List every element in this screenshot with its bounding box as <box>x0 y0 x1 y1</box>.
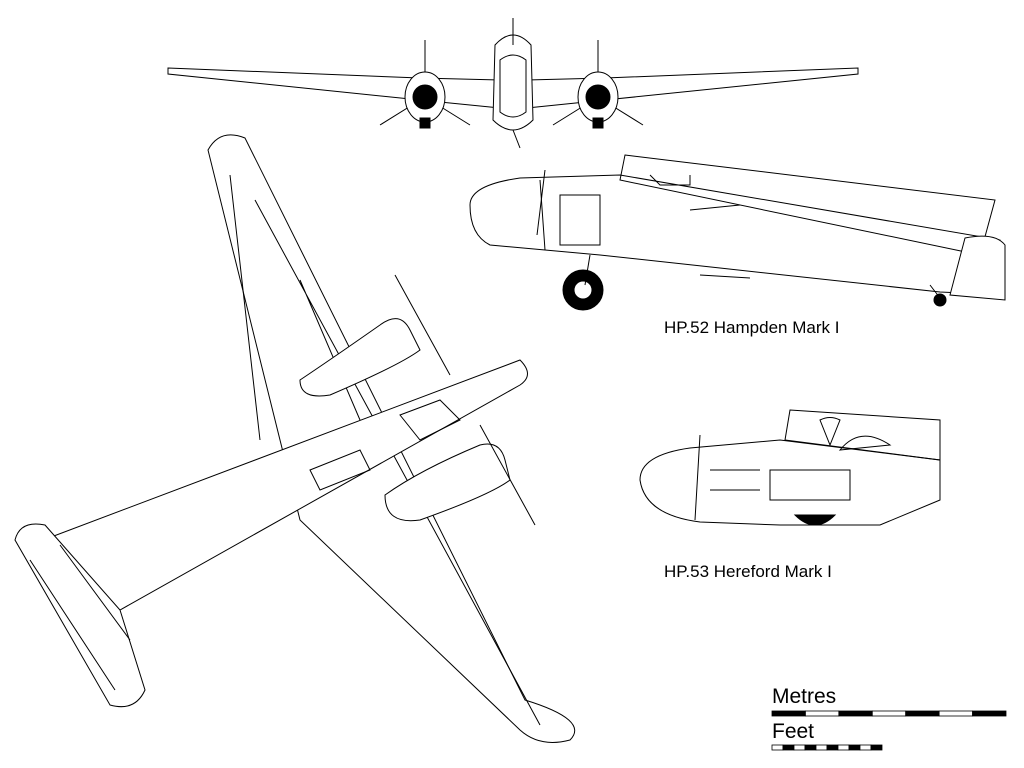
scale-segment <box>804 744 817 751</box>
scale-segment <box>938 710 973 717</box>
scale-segment <box>859 744 872 751</box>
feet-label: Feet <box>772 720 815 743</box>
hereford-side-view <box>639 409 941 526</box>
scale-segment <box>838 710 873 717</box>
scale-segment <box>848 744 861 751</box>
plan-view <box>14 134 576 743</box>
front-view <box>167 18 859 149</box>
scale-segment <box>782 744 795 751</box>
scale-segment <box>871 710 907 717</box>
scale-segment <box>805 710 840 717</box>
metres-scale-bar <box>771 710 1007 717</box>
hampden-label: HP.52 Hampden Mark I <box>664 318 840 337</box>
scale-segment <box>972 710 1007 717</box>
scale-segment <box>837 744 850 751</box>
scale-segment <box>771 744 784 751</box>
scale-segment <box>793 744 806 751</box>
scale-segment <box>815 744 828 751</box>
scale-segment <box>771 710 806 717</box>
feet-scale-bar <box>771 744 883 751</box>
scale-segment <box>870 744 883 751</box>
scale-segment <box>826 744 839 751</box>
hereford-label: HP.53 Hereford Mark I <box>664 562 832 581</box>
hampden-side-view <box>469 154 1006 311</box>
scale-segment <box>905 710 940 717</box>
metres-label: Metres <box>772 685 837 708</box>
